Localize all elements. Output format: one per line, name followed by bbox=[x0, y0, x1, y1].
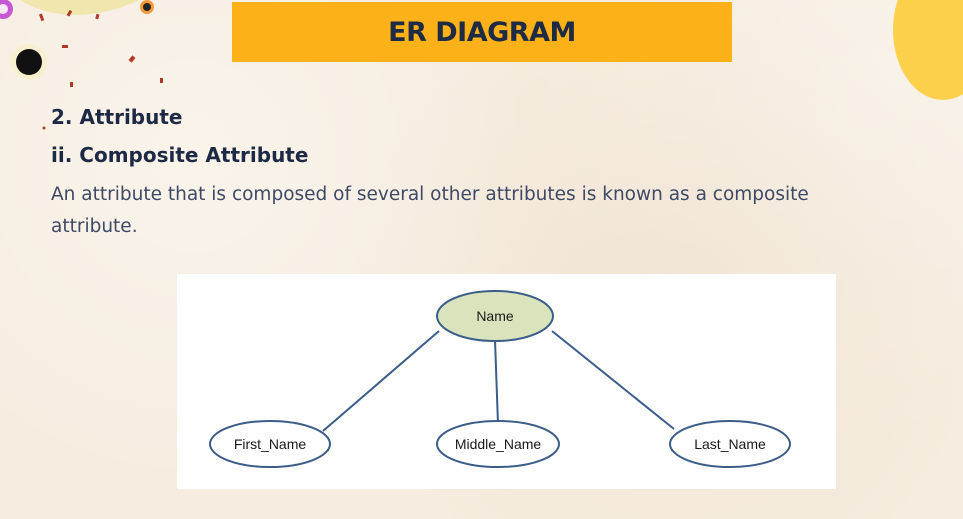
middle-name-label: Middle_Name bbox=[455, 436, 542, 452]
child-attribute-node-middle-name: Middle_Name bbox=[436, 420, 560, 468]
slide-title: ER DIAGRAM bbox=[388, 16, 576, 48]
description-line-1: An attribute that is composed of several… bbox=[51, 184, 809, 205]
title-banner: ER DIAGRAM bbox=[232, 2, 732, 62]
edge-name-first-name bbox=[322, 330, 440, 432]
child-attribute-node-last-name: Last_Name bbox=[669, 420, 791, 468]
er-diagram-panel: Name First_Name Middle_Name Last_Name bbox=[177, 274, 836, 489]
root-attribute-node: Name bbox=[436, 290, 554, 342]
er-diagram: Name First_Name Middle_Name Last_Name bbox=[209, 290, 791, 468]
description-text: An attribute that is composed of several… bbox=[51, 179, 963, 243]
last-name-ellipse bbox=[669, 420, 791, 468]
edge-name-middle-name bbox=[494, 339, 499, 425]
subsection-heading: ii. Composite Attribute bbox=[51, 143, 309, 167]
middle-name-ellipse bbox=[436, 420, 560, 468]
section-heading: 2. Attribute bbox=[51, 105, 183, 129]
edge-name-last-name bbox=[551, 330, 675, 430]
first-name-ellipse bbox=[209, 420, 331, 468]
root-ellipse bbox=[436, 290, 554, 342]
first-name-label: First_Name bbox=[234, 436, 307, 452]
description-line-2: attribute. bbox=[51, 216, 138, 237]
child-attribute-node-first-name: First_Name bbox=[209, 420, 331, 468]
last-name-label: Last_Name bbox=[694, 436, 766, 452]
root-attribute-label: Name bbox=[476, 308, 514, 324]
decorative-confetti bbox=[0, 0, 163, 130]
